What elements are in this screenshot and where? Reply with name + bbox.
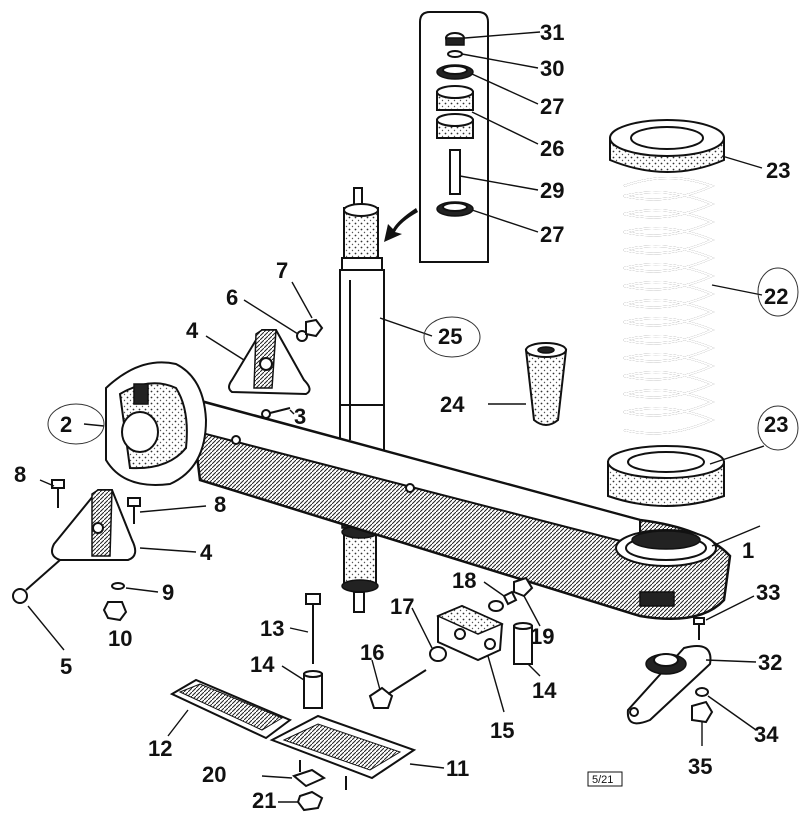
label-2: 2 xyxy=(60,412,72,437)
label-5: 5 xyxy=(60,654,72,679)
part-27-cup-bottom xyxy=(436,201,474,217)
inset-box xyxy=(384,11,489,263)
label-26: 26 xyxy=(540,136,564,161)
label-1: 1 xyxy=(742,538,754,563)
part-20-washer xyxy=(291,768,327,788)
part-5-bolt xyxy=(12,559,61,604)
label-8-left: 8 xyxy=(14,462,26,487)
inset-leaders xyxy=(459,31,541,233)
part-3-screw xyxy=(261,407,291,419)
label-29: 29 xyxy=(540,178,564,203)
figure-reference: 5/21 xyxy=(587,771,623,787)
part-30-washer xyxy=(447,50,463,58)
part-34-washer xyxy=(695,687,709,697)
label-11: 11 xyxy=(446,756,469,781)
label-20: 20 xyxy=(202,762,226,787)
label-14-right: 14 xyxy=(532,678,557,703)
part-11-plate xyxy=(269,714,417,790)
label-12: 12 xyxy=(148,736,172,761)
label-32: 32 xyxy=(758,650,782,675)
part-8-bolts xyxy=(51,479,141,524)
figure-reference-text: 5/21 xyxy=(592,774,613,786)
label-25: 25 xyxy=(438,324,462,349)
label-8-right: 8 xyxy=(214,492,226,517)
part-1-trailing-arm xyxy=(188,396,732,621)
label-15: 15 xyxy=(490,718,514,743)
label-3: 3 xyxy=(294,404,306,429)
part-4-bracket-upper xyxy=(228,329,311,396)
label-34: 34 xyxy=(754,722,779,747)
label-7: 7 xyxy=(276,258,288,283)
label-13: 13 xyxy=(260,616,284,641)
part-23-spring-seat-top xyxy=(609,119,725,173)
label-10: 10 xyxy=(108,626,132,651)
part-17-washer xyxy=(429,646,447,662)
part-14-sleeve-right xyxy=(513,622,533,665)
part-2-pivot-housing xyxy=(105,361,208,486)
label-30: 30 xyxy=(540,56,564,81)
part-15-block xyxy=(436,604,504,662)
label-31: 31 xyxy=(540,20,564,45)
part-23-spring-seat-bottom xyxy=(607,445,725,507)
label-27-top: 27 xyxy=(540,94,564,119)
label-9: 9 xyxy=(162,580,174,605)
part-24-bump-stop xyxy=(524,342,568,426)
part-12-plate xyxy=(169,678,292,740)
part-27-cup-top xyxy=(436,64,474,80)
label-27-bottom: 27 xyxy=(540,222,564,247)
label-33: 33 xyxy=(756,580,780,605)
label-19: 19 xyxy=(530,624,554,649)
callout-labels: 1 2 3 4 4 5 6 7 8 8 9 10 11 12 13 14 14 … xyxy=(14,20,790,813)
part-35-nut xyxy=(691,700,714,724)
label-6: 6 xyxy=(226,285,238,310)
label-18: 18 xyxy=(452,568,476,593)
label-4-upper: 4 xyxy=(186,318,199,343)
part-25-shock-absorber xyxy=(339,187,385,613)
label-23-bottom: 23 xyxy=(764,412,788,437)
part-29-sleeve xyxy=(449,149,461,195)
part-19-nut xyxy=(513,576,534,598)
part-6-7-hardware xyxy=(296,318,324,342)
part-32-plate xyxy=(626,645,712,725)
label-16: 16 xyxy=(360,640,384,665)
part-21-nut xyxy=(296,790,324,812)
label-22: 22 xyxy=(764,284,788,309)
label-24: 24 xyxy=(440,392,465,417)
part-22-coil-spring xyxy=(623,177,715,435)
inset-arrow xyxy=(384,208,418,242)
label-35: 35 xyxy=(688,754,712,779)
part-33-bolt xyxy=(693,617,705,640)
label-4-lower: 4 xyxy=(200,540,213,565)
label-14-left: 14 xyxy=(250,652,275,677)
part-14-sleeve-left xyxy=(303,670,323,709)
part-4-bracket-lower xyxy=(51,489,137,561)
label-23-top: 23 xyxy=(766,158,790,183)
part-18-washer xyxy=(488,600,504,612)
part-10-nut xyxy=(102,601,128,622)
part-16-bolt xyxy=(368,669,427,709)
label-21: 21 xyxy=(252,788,276,813)
part-9-washer xyxy=(111,582,125,590)
part-31-nut xyxy=(445,32,465,46)
label-17: 17 xyxy=(390,594,414,619)
part-26-bushings xyxy=(436,85,474,139)
part-13-bolt xyxy=(305,593,321,664)
